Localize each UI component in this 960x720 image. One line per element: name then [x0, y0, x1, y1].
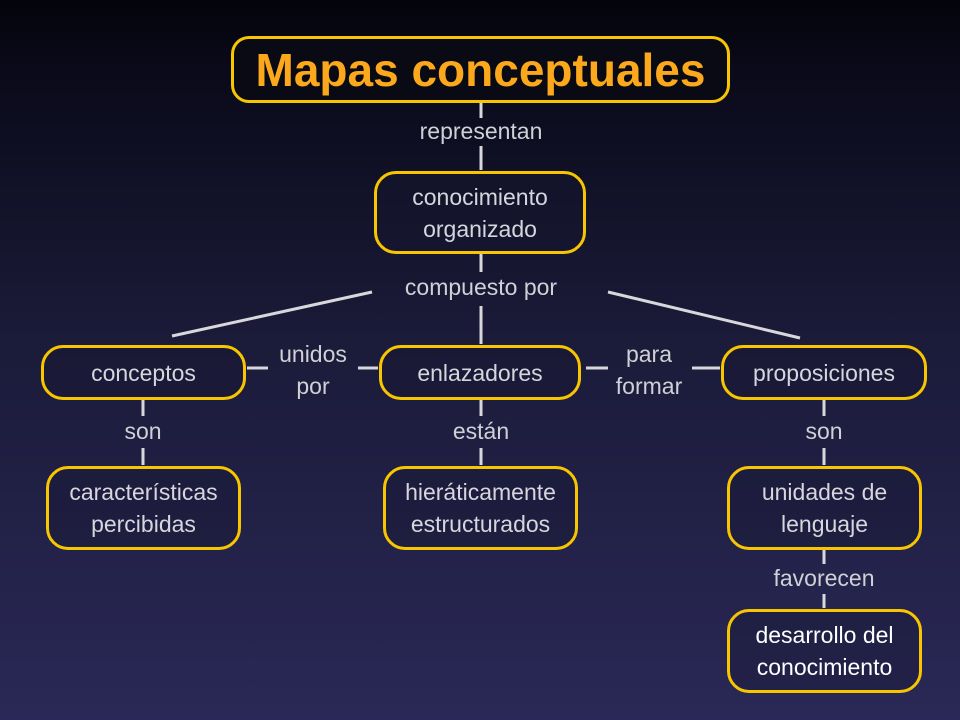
node-text: conocimiento — [412, 183, 548, 210]
node-text: percibidas — [91, 511, 196, 537]
link-label-compuesto-por: compuesto por — [404, 274, 558, 300]
node-text: unidades de — [761, 479, 888, 505]
node-text: características — [69, 479, 218, 505]
line-compuesto-conceptos — [171, 290, 373, 338]
link-text: por — [296, 373, 330, 399]
node-text: organizado — [423, 215, 537, 242]
node-text: desarrollo del — [755, 622, 894, 648]
node-text: conceptos — [91, 359, 196, 386]
link-label-favorecen: favorecen — [773, 565, 875, 591]
node-conocimiento-organizado: conocimiento organizado — [374, 171, 586, 254]
link-label-representan: representan — [419, 118, 543, 144]
title-text: Mapas conceptuales — [255, 43, 706, 96]
link-text: formar — [615, 373, 683, 399]
node-enlazadores: enlazadores — [379, 345, 581, 400]
link-label-unidos-por: unidos por — [279, 338, 347, 402]
node-proposiciones: proposiciones — [721, 345, 927, 400]
node-text: enlazadores — [417, 359, 543, 386]
node-text: proposiciones — [753, 359, 895, 386]
title-node: Mapas conceptuales — [231, 36, 730, 103]
link-text: unidos — [279, 341, 347, 367]
link-label-estan: están — [452, 418, 510, 444]
node-unidades-de-lenguaje: unidades de lenguaje — [727, 466, 922, 550]
node-text: conocimiento — [756, 654, 893, 680]
link-label-son-left: son — [124, 418, 162, 444]
node-text: lenguaje — [781, 511, 868, 537]
node-desarrollo-del-conocimiento: desarrollo del conocimiento — [727, 609, 922, 693]
link-label-son-right: son — [805, 418, 843, 444]
node-conceptos: conceptos — [41, 345, 246, 400]
link-text: para — [625, 341, 673, 367]
node-text: hieráticamente — [405, 479, 556, 505]
node-hieraticamente-estructurados: hieráticamente estructurados — [383, 466, 578, 550]
link-label-para-formar: para formar — [616, 338, 682, 402]
line-compuesto-proposiciones — [607, 290, 801, 340]
node-caracteristicas-percibidas: características percibidas — [46, 466, 241, 550]
node-text: estructurados — [410, 511, 551, 537]
